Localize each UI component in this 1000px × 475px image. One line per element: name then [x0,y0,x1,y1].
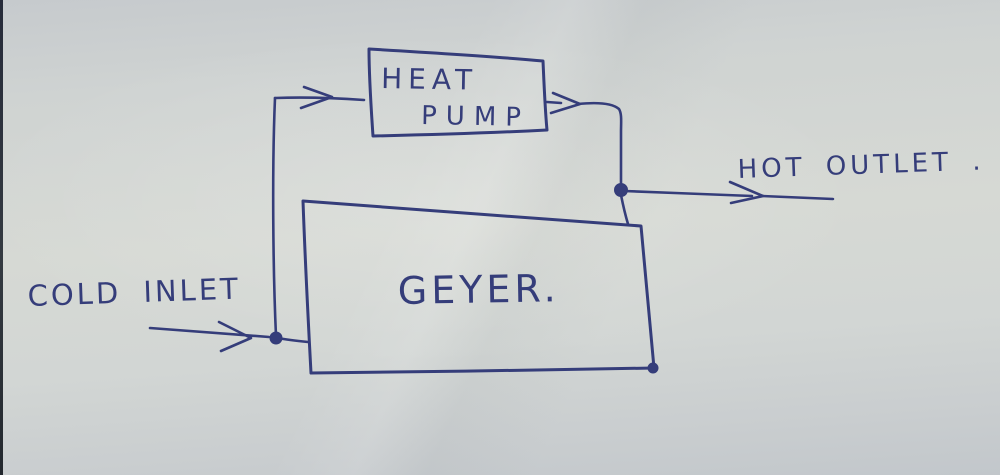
riser-line [271,96,278,338]
heat-pump-box [367,47,549,138]
heat-pump-to-junction-line [576,101,623,187]
junction-to-geyser-stub [276,336,310,344]
heat-pump-outlet-shaft [545,100,563,105]
hot-outlet-shaft [622,189,754,198]
photo-left-edge [0,0,3,475]
cold-inlet-junction-dot [269,331,283,345]
cold-inlet-label: COLD INLET [27,272,241,313]
hot-outlet-tail [760,194,835,201]
geyser-label: GEYER. [397,266,560,313]
hot-outlet-junction-dot [614,183,628,197]
diagram-labels: HEAT PUMP GEYER. COLD INLET HOT OUTLET . [27,62,985,313]
hot-outlet-label: HOT OUTLET . [737,146,985,185]
junction-to-geyser-corner-line [619,193,630,226]
heat-pump-label-line1: HEAT [381,62,478,97]
cold-inlet-arrow-shaft [148,326,271,339]
ink-strokes [148,47,835,375]
cold-inlet-arrowhead [217,320,253,353]
heat-pump-label-line2: PUMP [421,101,530,133]
hot-outlet-arrowhead [728,180,765,205]
heat-pump-inlet-shaft [273,96,366,102]
heat-pump-inlet-arrowhead [299,85,334,110]
geyser-corner-dot [647,362,659,374]
